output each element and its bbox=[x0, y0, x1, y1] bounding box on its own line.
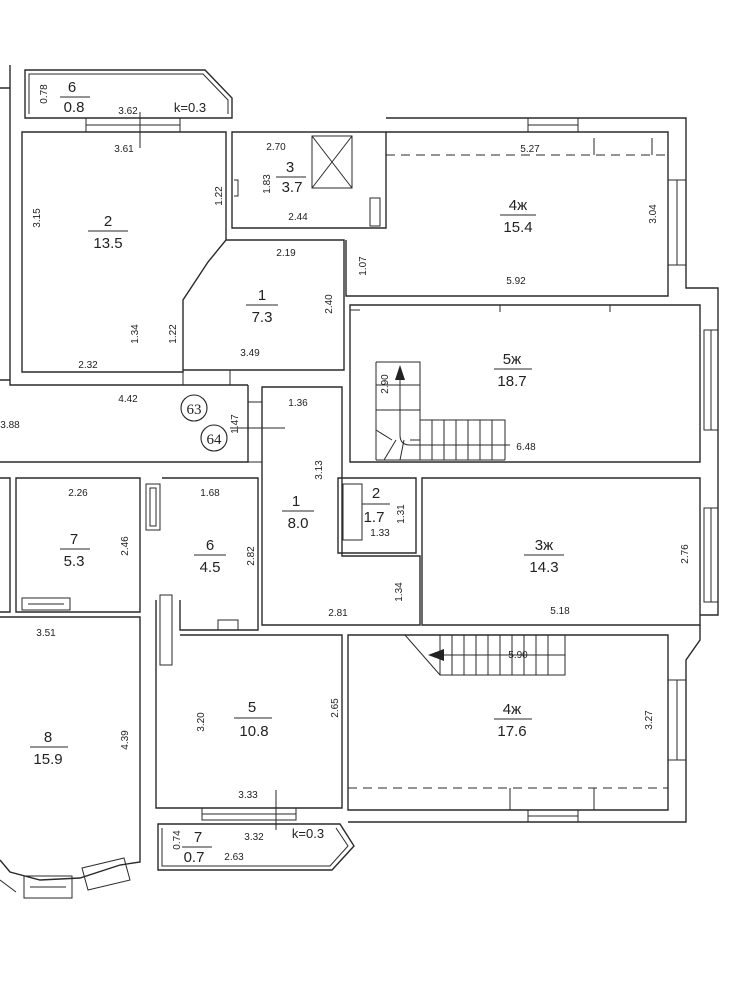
room-number: 1 bbox=[258, 287, 266, 304]
room-area: 5.3 bbox=[64, 553, 85, 570]
dimension: 2.65 bbox=[330, 698, 341, 718]
dimension: 3.04 bbox=[648, 204, 659, 224]
marker-64 bbox=[200, 424, 228, 452]
marker-63 bbox=[180, 394, 208, 422]
dimension: 1.07 bbox=[358, 256, 369, 276]
balcony-bottom bbox=[157, 823, 355, 871]
dimension: 2.46 bbox=[120, 536, 131, 556]
dimension: 2.81 bbox=[328, 608, 348, 619]
dimension: 3.15 bbox=[32, 208, 43, 228]
dimension: 2.63 bbox=[224, 852, 244, 863]
room-area: 0.7 bbox=[184, 849, 205, 866]
room-area: 17.6 bbox=[497, 723, 526, 740]
room-number: 3 bbox=[286, 159, 294, 176]
marker-63-label: 63 bbox=[187, 402, 202, 418]
room-number: 5ж bbox=[503, 351, 521, 368]
dimension: 2.32 bbox=[78, 360, 98, 371]
dimension: k=0.3 bbox=[174, 100, 206, 115]
room-number: 2 bbox=[104, 213, 112, 230]
dimension: 5.27 bbox=[520, 144, 540, 155]
dimension: 2.19 bbox=[276, 248, 296, 259]
room-area: 7.3 bbox=[252, 309, 273, 326]
room-area: 14.3 bbox=[529, 559, 558, 576]
room-number: 5 bbox=[248, 699, 256, 716]
marker-64-label: 64 bbox=[207, 432, 223, 448]
dimension: 1.47 bbox=[230, 414, 241, 434]
dimension: 6.48 bbox=[516, 442, 536, 453]
dimension: 2.70 bbox=[266, 142, 286, 153]
room-area: 10.8 bbox=[239, 723, 268, 740]
room-number: 6 bbox=[206, 537, 214, 554]
dimension: 5.18 bbox=[550, 606, 570, 617]
dimension: 3.20 bbox=[196, 712, 207, 732]
dimension: 2.40 bbox=[324, 294, 335, 314]
room-area: 15.4 bbox=[503, 219, 532, 236]
room-labels: 6 0.8 2 13.5 3 3.7 4ж 15.4 1 7.3 5ж 18.7… bbox=[30, 79, 564, 866]
room-number: 1 bbox=[292, 493, 300, 510]
dimension: 1.36 bbox=[288, 398, 308, 409]
room-number: 7 bbox=[70, 531, 78, 548]
dimension: 1.22 bbox=[214, 186, 225, 206]
dimension: 2.26 bbox=[68, 488, 88, 499]
dimension: 3.49 bbox=[240, 348, 260, 359]
walls bbox=[0, 65, 719, 899]
room-area: 3.7 bbox=[282, 179, 303, 196]
apartment-markers: 63 64 bbox=[180, 394, 228, 452]
dimension: 0.78 bbox=[39, 84, 50, 104]
room-number: 4ж bbox=[509, 197, 527, 214]
dimension: 3.88 bbox=[0, 420, 20, 431]
room-number: 3ж bbox=[535, 537, 553, 554]
room-number: 8 bbox=[44, 729, 52, 746]
dimension: 3.32 bbox=[244, 832, 264, 843]
dimension: 3.27 bbox=[644, 710, 655, 730]
dimension: 1.83 bbox=[262, 174, 273, 194]
dimension: 3.33 bbox=[238, 790, 258, 801]
balcony-top bbox=[24, 69, 233, 119]
room-number: 2 bbox=[372, 485, 380, 502]
dimension-labels: 0.78 3.62 k=0.3 3.61 3.15 1.22 2.32 1.34… bbox=[0, 84, 691, 863]
dimension: 2.44 bbox=[288, 212, 308, 223]
staircase-lower bbox=[404, 634, 566, 676]
dimension: k=0.3 bbox=[292, 826, 324, 841]
room-area: 18.7 bbox=[497, 373, 526, 390]
dimension: 1.31 bbox=[396, 504, 407, 524]
dimension: 5.92 bbox=[506, 276, 526, 287]
room-number: 6 bbox=[68, 79, 76, 96]
room-area: 1.7 bbox=[364, 509, 385, 526]
room-area: 15.9 bbox=[33, 751, 62, 768]
room-area: 13.5 bbox=[93, 235, 122, 252]
room-number: 7 bbox=[194, 829, 202, 846]
dimension: 4.42 bbox=[118, 394, 138, 405]
dimension: 1.34 bbox=[394, 582, 405, 602]
dimension: 3.51 bbox=[36, 628, 56, 639]
dimension: 2.76 bbox=[680, 544, 691, 564]
staircase-upper bbox=[375, 361, 510, 461]
dimension: 3.61 bbox=[114, 144, 134, 155]
dimension: 2.82 bbox=[246, 546, 257, 566]
dimension: 3.62 bbox=[118, 106, 138, 117]
dimension: 1.68 bbox=[200, 488, 220, 499]
dimension: 1.33 bbox=[370, 528, 390, 539]
dimension: 1.34 bbox=[130, 324, 141, 344]
room-number: 4ж bbox=[503, 701, 521, 718]
dimension: 5.90 bbox=[508, 650, 528, 661]
room-area: 0.8 bbox=[64, 99, 85, 116]
dimension: 4.39 bbox=[120, 730, 131, 750]
room-area: 4.5 bbox=[200, 559, 221, 576]
dimension: 1.22 bbox=[168, 324, 179, 344]
dimension: 0.74 bbox=[172, 830, 183, 850]
dimension: 2.90 bbox=[380, 374, 391, 394]
dimension: 3.13 bbox=[314, 460, 325, 480]
room-area: 8.0 bbox=[288, 515, 309, 532]
